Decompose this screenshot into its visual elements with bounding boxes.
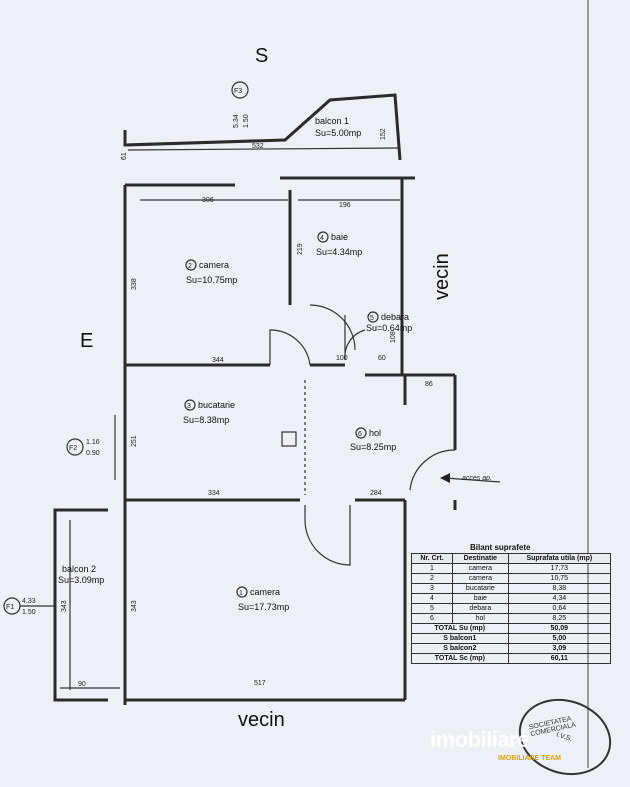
- door-camera1: [304, 505, 351, 566]
- access-arrow: acces ap.: [440, 473, 501, 483]
- marker-f3-label: F3: [234, 88, 242, 95]
- svg-text:3: 3: [187, 403, 191, 410]
- hol-area: Su=8.25mp: [350, 442, 396, 452]
- floor-plan: S E vecin vecin balcon 1 Su=5.00mp 532 1…: [3, 0, 589, 768]
- table-header-row: Nr. Crt. Destinatie Suprafata utila (mp): [411, 553, 612, 564]
- svg-text:517: 517: [254, 680, 266, 687]
- room-debara: 5 debara Su=0.64mp 100 60 108: [336, 311, 412, 362]
- room-camera2: 2 camera Su=10.75mp 306 338 344: [131, 197, 237, 364]
- svg-text:338: 338: [131, 278, 138, 290]
- table-header: Suprafata utila (mp): [507, 553, 612, 564]
- camera2-area: Su=10.75mp: [186, 275, 237, 285]
- marker-f3-bottom: 1.50: [243, 114, 250, 128]
- svg-text:219: 219: [297, 243, 304, 255]
- camera2-name: camera: [199, 260, 229, 270]
- svg-text:6: 6: [358, 431, 362, 438]
- svg-text:90: 90: [78, 681, 86, 688]
- compass-east: E: [80, 330, 93, 352]
- svg-text:196: 196: [339, 202, 351, 209]
- table-header: Nr. Crt.: [411, 553, 453, 564]
- room-hol: 6 hol Su=8.25mp 284: [350, 427, 396, 497]
- room-bucatarie: 3 bucatarie Su=8.38mp 251 334: [131, 399, 235, 497]
- bucatarie-name: bucatarie: [198, 400, 235, 410]
- door-baie: [309, 304, 356, 351]
- baie-name: baie: [331, 232, 348, 242]
- dim-61: 61: [121, 152, 128, 160]
- marker-f3-top: 5.34: [233, 114, 240, 128]
- table-total-row: TOTAL Sc (mp)60,11: [411, 653, 612, 664]
- balcon1-area: Su=5.00mp: [315, 128, 361, 138]
- svg-text:343: 343: [131, 600, 138, 612]
- bucatarie-area: Su=8.38mp: [183, 415, 229, 425]
- balcon1-rail: [123, 93, 402, 161]
- room-baie: 4 baie Su=4.34mp 196 219: [297, 202, 362, 257]
- balcon1-dim-line: [127, 147, 399, 151]
- balcon1-name: balcon 1: [315, 116, 349, 126]
- svg-text:1.50: 1.50: [22, 609, 36, 616]
- stamp-line2: I.V.S.: [555, 731, 574, 744]
- svg-text:F1: F1: [6, 604, 14, 611]
- table-total-row: TOTAL Su (mp)50,09: [411, 623, 612, 634]
- svg-text:60: 60: [378, 355, 386, 362]
- svg-text:251: 251: [131, 435, 138, 447]
- access-label: acces ap.: [462, 475, 492, 482]
- debara-name: debara: [381, 312, 409, 322]
- doors: [269, 304, 456, 566]
- svg-text:5: 5: [370, 315, 374, 322]
- marker-f2: F2 1.16 0.90: [66, 415, 116, 480]
- door-debara: [344, 315, 366, 361]
- debara-area: Su=0.64mp: [366, 323, 412, 333]
- svg-text:343: 343: [61, 600, 68, 612]
- marker-f3: F3 5.34 1.50: [231, 81, 250, 128]
- hol-name: hol: [369, 428, 381, 438]
- table-title: Bilant suprafete: [470, 543, 531, 552]
- marker-f1: F1 4.33 1.50: [3, 597, 55, 616]
- svg-text:4: 4: [320, 235, 324, 242]
- walls: [123, 176, 457, 705]
- room-camera1: 1 camera Su=17.73mp 343 517: [131, 586, 289, 687]
- compass-south: S: [255, 45, 268, 67]
- svg-text:4.33: 4.33: [22, 598, 36, 605]
- table-header: Destinatie: [452, 553, 509, 564]
- marker-f3-circle: [231, 81, 249, 99]
- door-entrance: [409, 449, 456, 491]
- balcon1: balcon 1 Su=5.00mp 532 152 61: [121, 93, 402, 161]
- area-table: Nr. Crt. Destinatie Suprafata utila (mp)…: [411, 553, 612, 664]
- dim-86: 86: [425, 381, 433, 388]
- watermark-tagline: IMOBILIARE TEAM: [498, 755, 561, 762]
- svg-text:F2: F2: [69, 445, 77, 452]
- balcon2: balcon 2 Su=3.09mp 343 90: [53, 508, 120, 702]
- svg-text:344: 344: [212, 357, 224, 364]
- baie-area: Su=4.34mp: [316, 247, 362, 257]
- dim-532: 532: [252, 143, 264, 150]
- balcon2-name: balcon 2: [62, 564, 96, 574]
- svg-text:284: 284: [370, 490, 382, 497]
- door-camera2: [269, 329, 311, 366]
- camera1-area: Su=17.73mp: [238, 602, 289, 612]
- watermark-brand: imobiliare: [430, 727, 529, 752]
- svg-text:2: 2: [188, 263, 192, 270]
- balcon2-area: Su=3.09mp: [58, 575, 104, 585]
- svg-text:334: 334: [208, 490, 220, 497]
- svg-text:306: 306: [202, 197, 214, 204]
- stamp-line1: SOCIETATEA COMERCIALA: [528, 715, 577, 739]
- svg-text:0.90: 0.90: [86, 450, 100, 457]
- svg-text:108: 108: [390, 331, 397, 343]
- svg-text:100: 100: [336, 355, 348, 362]
- neighbor-south: vecin: [238, 709, 285, 731]
- neighbor-north: vecin: [431, 253, 453, 300]
- camera1-name: camera: [250, 587, 280, 597]
- dim-152: 152: [380, 128, 387, 140]
- svg-text:1.16: 1.16: [86, 439, 100, 446]
- svg-text:1: 1: [239, 590, 243, 597]
